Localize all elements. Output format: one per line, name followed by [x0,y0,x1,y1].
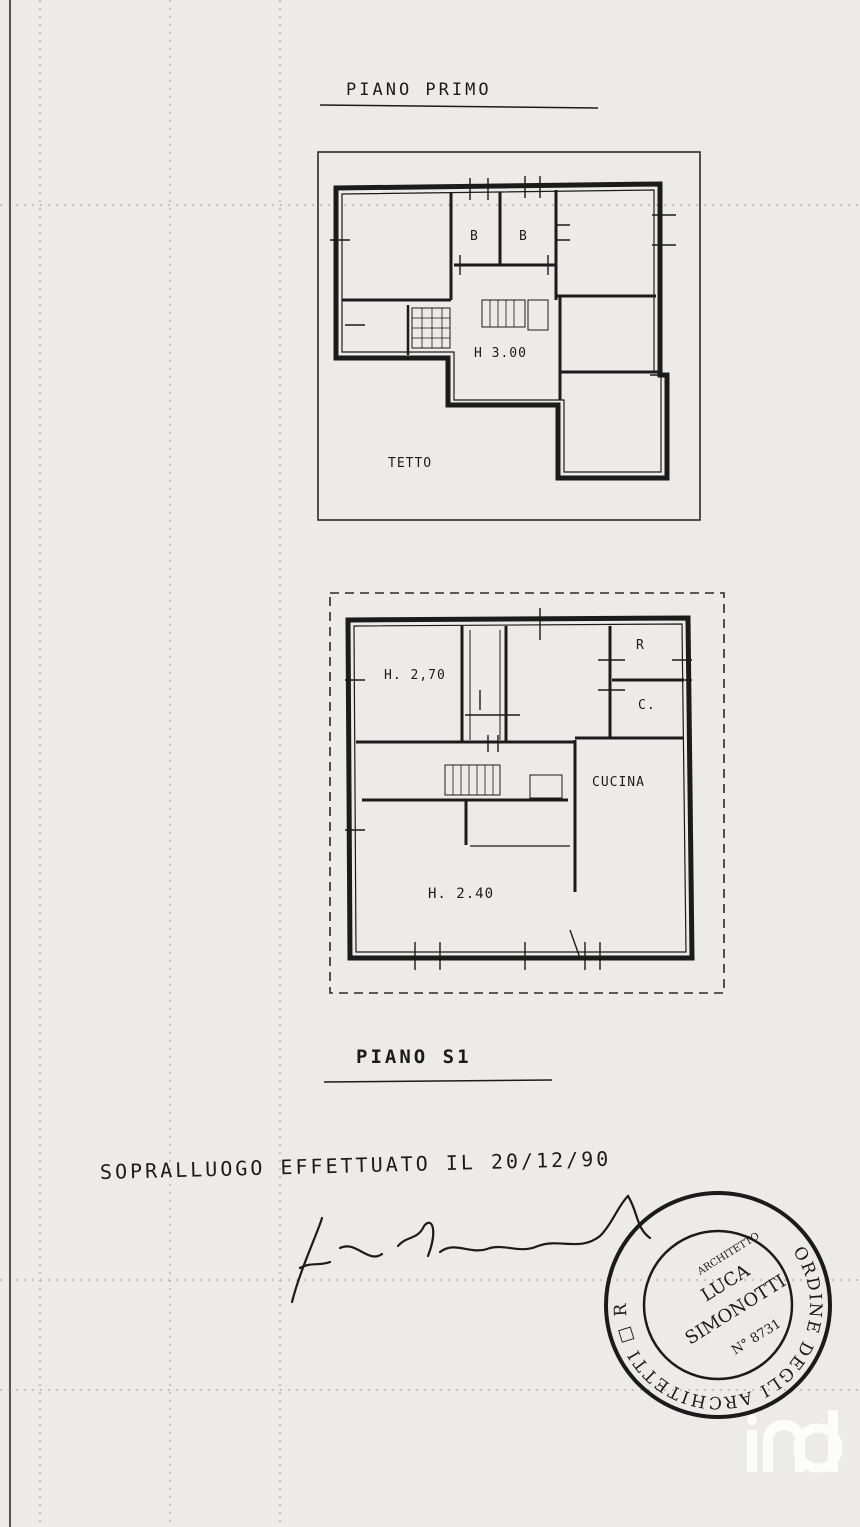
kitchen-label: CUCINA [592,775,645,790]
signature-scribble [290,1194,652,1304]
lower-c-label: C. [638,698,656,713]
architect-stamp: ORDINE DEGLI ARCHITETTI □ ROMA □ ARCHITE… [0,0,832,1419]
upper-hall-height-label: H 3.00 [474,346,527,361]
lower-main-height-label: H. 2.40 [428,886,495,902]
stamp-outer-text: ORDINE DEGLI ARCHITETTI □ ROMA □ [0,0,823,1412]
lower-title-underline [323,1079,553,1083]
roof-label: TETTO [388,456,433,471]
iad-logo [747,1410,843,1473]
upper-bath-1-label: B [470,229,479,244]
upper-floor-title: PIANO PRIMO [346,80,492,100]
lower-floor-walls [345,608,695,970]
upper-floor-frame [317,151,701,521]
upper-floor-walls [330,176,676,481]
lower-r-label: R [636,638,645,653]
upper-title-underline [319,104,599,109]
upper-bath-2-label: B [519,229,528,244]
lower-room-height-label: H. 2,70 [384,668,446,683]
lower-floor-title: PIANO S1 [356,1046,472,1068]
lower-floor-frame [329,592,725,994]
